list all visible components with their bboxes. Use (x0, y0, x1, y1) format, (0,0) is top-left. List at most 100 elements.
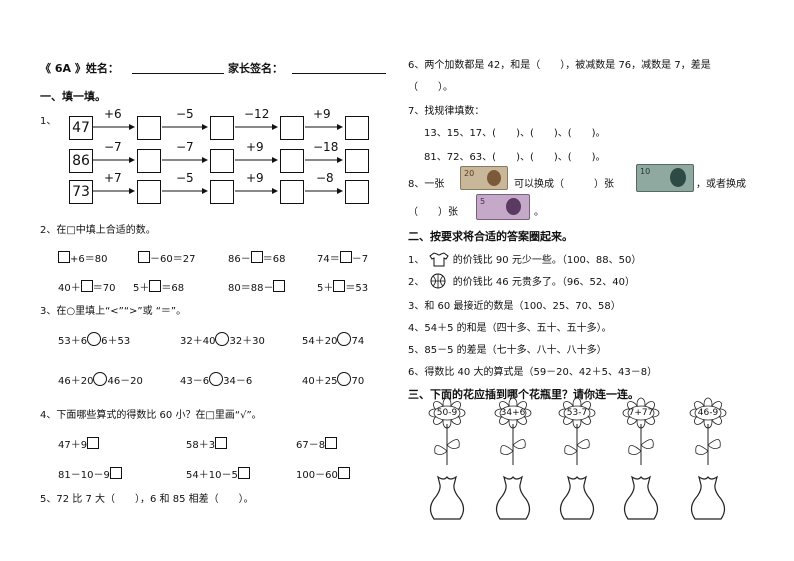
flower-icon (689, 397, 727, 465)
check-square[interactable] (215, 437, 228, 449)
check-square[interactable] (237, 467, 250, 479)
chain-answer-box[interactable] (280, 180, 304, 204)
chain-answer-box[interactable] (137, 180, 161, 204)
chain-operator: −5 (176, 171, 194, 185)
q4-item: 67－8 (296, 436, 338, 451)
answer-square[interactable] (58, 251, 70, 263)
q2-item: 5＋＝68 (133, 279, 184, 294)
parent-sign-label: 家长签名： (228, 62, 283, 75)
answer-square[interactable] (80, 280, 93, 292)
flower-icon (622, 397, 660, 465)
compare-circle[interactable] (337, 332, 352, 346)
check-square[interactable] (87, 437, 100, 449)
section-1-title: 一、填一填。 (40, 90, 106, 103)
chain-answer-box[interactable] (345, 180, 369, 204)
q8-text-e: 。 (534, 207, 544, 218)
check-square[interactable] (337, 467, 350, 479)
compare-circle[interactable] (209, 372, 224, 386)
banknote-10-icon: 10 (636, 164, 694, 192)
chain-start-number: 73 (72, 184, 90, 200)
section-2-title: 二、按要求将合适的答案圈起来。 (408, 230, 573, 243)
q4-item: 58＋3 (186, 436, 228, 451)
answer-square[interactable] (138, 251, 150, 263)
chain-answer-box[interactable] (280, 149, 304, 173)
banknote-20-icon: 20 (460, 166, 508, 190)
compare-circle[interactable] (215, 332, 230, 346)
chain-answer-box[interactable] (210, 180, 234, 204)
chain-operator: +9 (246, 140, 264, 154)
q5-text: 5、72 比 7 大（ ），6 和 85 相差（ ）。 (40, 494, 254, 505)
compare-circle[interactable] (337, 372, 352, 386)
flower-label: 53-7 (566, 408, 588, 418)
check-square[interactable] (325, 437, 338, 449)
q8-text-b: 可以换成（ ）张 (514, 179, 614, 190)
answer-square[interactable] (333, 280, 346, 292)
vase-icon (429, 475, 465, 520)
q2-item: 40＋＝70 (58, 279, 115, 294)
answer-square[interactable] (273, 280, 286, 292)
chain-operator: −5 (176, 107, 194, 121)
flower-icon (558, 397, 596, 465)
q2-item: －60＝27 (138, 250, 195, 265)
q4-item: 47＋9 (58, 436, 100, 451)
chain-answer-box[interactable] (210, 116, 234, 140)
q2-item: 86－＝68 (228, 250, 285, 265)
compare-circle[interactable] (87, 332, 102, 346)
chain-answer-box[interactable] (280, 116, 304, 140)
q4-item: 81－10－9 (58, 466, 122, 481)
chain-operator: +9 (246, 171, 264, 185)
chain-start-box: 73 (69, 180, 93, 204)
chain-operator: −7 (104, 140, 122, 154)
answer-square[interactable] (149, 280, 162, 292)
q7-sequence-2: 81、72、63、( )、( )、( )。 (424, 152, 606, 163)
q4-item: 54＋10－5 (186, 466, 250, 481)
chain-answer-box[interactable] (137, 116, 161, 140)
chain-answer-box[interactable] (137, 149, 161, 173)
q6-text: 6、两个加数都是 42，和是（ ），被减数是 76，减数是 7，差是 (408, 60, 711, 71)
sec2-item: 6、得数比 40 大的算式是（59－20、42＋5、43－8） (408, 367, 658, 378)
vase-icon (623, 475, 659, 520)
q4-item: 100－60 (296, 466, 350, 481)
sec2-item: 1、 的价钱比 90 元少一些。（100、88、50） (408, 251, 641, 267)
flower-label: 7+77 (628, 408, 654, 418)
flower-label: 46-9 (697, 408, 719, 418)
chain-answer-box[interactable] (345, 116, 369, 140)
vase-icon (559, 475, 595, 520)
q6-continued: （ ）。 (408, 82, 453, 93)
chain-operator: −18 (313, 140, 339, 154)
vase-icon (690, 475, 726, 520)
sec2-item: 4、54＋5 的和是（四十多、五十、五十多）。 (408, 323, 612, 334)
answer-square[interactable] (250, 251, 263, 263)
flower-icon (494, 397, 532, 465)
chain-start-box: 86 (69, 149, 93, 173)
name-field[interactable] (132, 73, 224, 74)
q2-item: +6＝80 (58, 250, 107, 265)
shirt-icon (428, 252, 449, 267)
q4-title: 4、下面哪些算式的得数比 60 小？在□里画“√”。 (40, 410, 262, 421)
q2-title: 2、在□中填上合适的数。 (40, 225, 156, 236)
answer-square[interactable] (339, 251, 352, 263)
q1-label: 1、 (40, 116, 57, 127)
basketball-icon (430, 273, 446, 289)
chain-start-box: 47 (69, 116, 93, 140)
sec2-item: 3、和 60 最接近的数是（100、25、70、58） (408, 301, 621, 312)
q8-text-c: ，或者换成 (696, 179, 746, 190)
parent-sign-field[interactable] (292, 73, 386, 74)
q3-title: 3、在○里填上“<”“>”或 “＝”。 (40, 306, 187, 317)
chain-answer-box[interactable] (345, 149, 369, 173)
chain-operator: +9 (313, 107, 331, 121)
section-3-title: 三、下面的花应插到哪个花瓶里？请你连一连。 (408, 388, 639, 401)
q7-title: 7、找规律填数： (408, 106, 485, 117)
chain-start-number: 47 (72, 120, 90, 136)
compare-circle[interactable] (93, 372, 108, 386)
sec2-item: 2、 的价钱比 46 元贵多了。（96、52、40） (408, 273, 635, 289)
check-square[interactable] (109, 467, 122, 479)
chain-answer-box[interactable] (210, 149, 234, 173)
